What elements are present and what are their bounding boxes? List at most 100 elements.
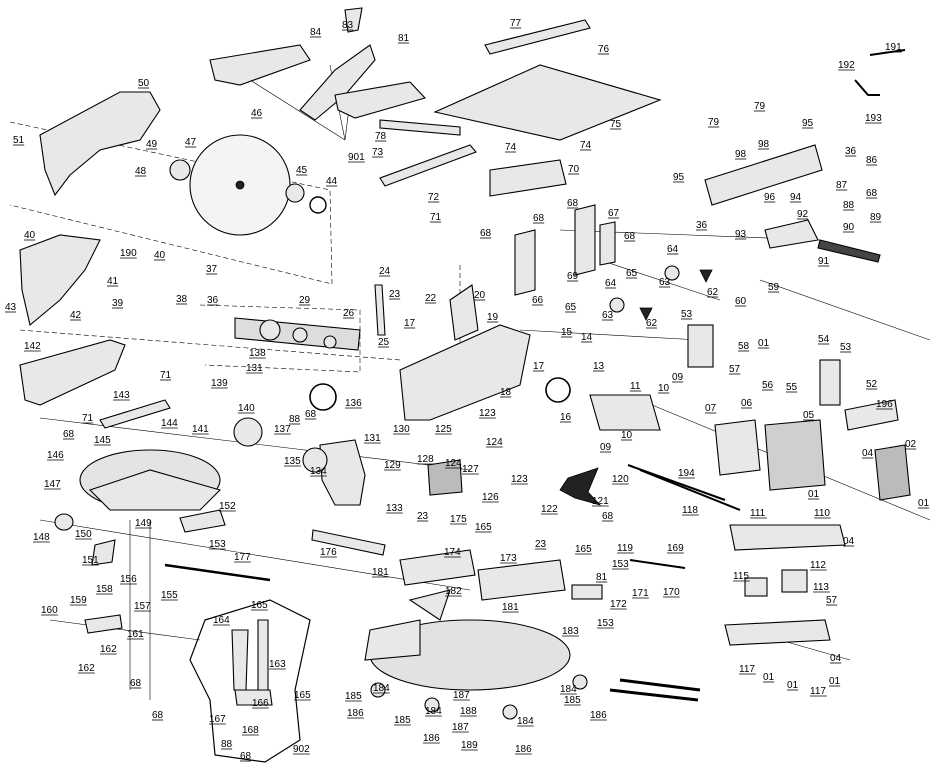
part-label: 50 xyxy=(138,78,150,89)
part-label: 136 xyxy=(345,398,362,409)
part-label: 196 xyxy=(876,399,893,410)
part-label: 153 xyxy=(597,618,614,629)
part-label: 151 xyxy=(82,555,99,566)
part-label: 19 xyxy=(487,312,499,323)
part-label: 81 xyxy=(596,572,608,583)
part-label: 182 xyxy=(445,586,462,597)
part-label: 152 xyxy=(219,501,236,512)
part-label: 138 xyxy=(249,348,266,359)
part-label: 177 xyxy=(234,552,251,563)
part-label: 68 xyxy=(480,228,492,239)
part-label: 165 xyxy=(251,600,268,611)
part-label: 192 xyxy=(838,60,855,71)
part-label: 04 xyxy=(830,653,842,664)
part-label: 131 xyxy=(246,363,263,374)
part-label: 37 xyxy=(206,264,218,275)
handle-left xyxy=(209,44,311,86)
part-label: 04 xyxy=(843,536,855,547)
part-label: 68 xyxy=(240,751,252,762)
part-label: 75 xyxy=(610,119,622,130)
part-label: 174 xyxy=(444,547,461,558)
part-label: 68 xyxy=(602,511,614,522)
part-label: 96 xyxy=(764,192,776,203)
part-label: 88 xyxy=(289,414,301,425)
part-label: 16 xyxy=(560,412,572,423)
part-label: 124 xyxy=(445,458,462,469)
part-label: 124 xyxy=(486,437,503,448)
part-label: 68 xyxy=(624,231,636,242)
part-label: 185 xyxy=(564,695,581,706)
part-label: 09 xyxy=(600,442,612,453)
part-label: 23 xyxy=(417,511,429,522)
part-label: 171 xyxy=(632,588,649,599)
part-label: 168 xyxy=(242,725,259,736)
part-label: 36 xyxy=(207,295,219,306)
part-label: 67 xyxy=(608,208,620,219)
part-label: 129 xyxy=(384,460,401,471)
part-label: 157 xyxy=(134,601,151,612)
part-label: 122 xyxy=(541,504,558,515)
saw-table xyxy=(433,64,662,141)
part-label: 191 xyxy=(885,42,902,53)
part-label: 160 xyxy=(41,605,58,616)
part-label: 193 xyxy=(865,113,882,124)
part-label: 60 xyxy=(735,296,747,307)
part-label: 58 xyxy=(738,341,750,352)
part-label: 01 xyxy=(763,672,775,683)
part-label: 181 xyxy=(372,567,389,578)
part-label: 57 xyxy=(826,595,838,606)
part-label: 95 xyxy=(802,118,814,129)
part-label: 902 xyxy=(293,744,310,755)
part-label: 26 xyxy=(343,308,355,319)
part-label: 23 xyxy=(535,539,547,550)
part-label: 126 xyxy=(482,492,499,503)
part-label: 53 xyxy=(681,309,693,320)
part-label: 144 xyxy=(161,418,178,429)
part-label: 90 xyxy=(843,222,855,233)
kit-902-boundary xyxy=(189,599,311,763)
part-label: 65 xyxy=(626,268,638,279)
part-label: 11 xyxy=(630,381,641,392)
part-label: 98 xyxy=(735,149,747,160)
part-label: 01 xyxy=(829,676,841,687)
part-label: 68 xyxy=(866,188,878,199)
part-label: 186 xyxy=(347,708,364,719)
part-label: 68 xyxy=(567,198,579,209)
part-label: 159 xyxy=(70,595,87,606)
part-label: 71 xyxy=(82,413,94,424)
part-label: 146 xyxy=(47,450,64,461)
part-label: 36 xyxy=(696,220,708,231)
part-label: 123 xyxy=(511,474,528,485)
part-label: 36 xyxy=(845,146,857,157)
part-label: 187 xyxy=(453,690,470,701)
part-label: 125 xyxy=(435,424,452,435)
part-label: 89 xyxy=(870,212,882,223)
part-label: 39 xyxy=(112,298,124,309)
part-label: 148 xyxy=(33,532,50,543)
part-label: 165 xyxy=(575,544,592,555)
part-label: 161 xyxy=(127,629,144,640)
part-label: 23 xyxy=(389,289,401,300)
part-label: 117 xyxy=(739,664,755,675)
part-label: 40 xyxy=(154,250,166,261)
part-label: 130 xyxy=(393,424,410,435)
part-label: 73 xyxy=(372,147,384,158)
part-label: 69 xyxy=(567,271,579,282)
part-label: 84 xyxy=(310,27,322,38)
part-label: 55 xyxy=(786,382,798,393)
part-label: 143 xyxy=(113,390,130,401)
part-label: 95 xyxy=(673,172,685,183)
part-label: 70 xyxy=(568,164,580,175)
part-label: 147 xyxy=(44,479,61,490)
part-label: 53 xyxy=(840,342,852,353)
handle-mid xyxy=(299,44,376,121)
part-label: 128 xyxy=(417,454,434,465)
part-label: 94 xyxy=(790,192,802,203)
part-label: 165 xyxy=(294,690,311,701)
part-label: 149 xyxy=(135,518,152,529)
part-label: 42 xyxy=(70,310,82,321)
upper-blade-guard xyxy=(39,91,161,197)
part-label: 137 xyxy=(274,424,291,435)
part-label: 112 xyxy=(810,560,826,571)
